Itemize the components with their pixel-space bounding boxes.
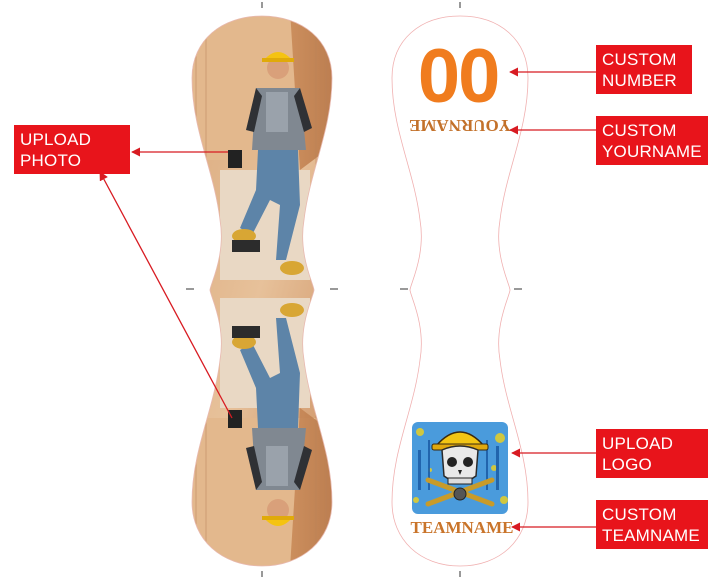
custom-teamname-line1: CUSTOM bbox=[602, 505, 677, 524]
upload-photo-label: UPLOAD PHOTO bbox=[14, 125, 130, 174]
upload-logo-label: UPLOAD LOGO bbox=[596, 429, 708, 478]
custom-yourname-text[interactable]: YOURNAME bbox=[409, 116, 511, 135]
photo-print-area[interactable] bbox=[180, 10, 340, 570]
worker-photo-top bbox=[228, 52, 312, 275]
custom-yourname-line2: YOURNAME bbox=[602, 142, 702, 161]
custom-number-line1: CUSTOM bbox=[602, 50, 677, 69]
custom-teamname-label: CUSTOM TEAMNAME bbox=[596, 500, 708, 549]
custom-yourname-label: CUSTOM YOURNAME bbox=[596, 116, 708, 165]
custom-number-line2: NUMBER bbox=[602, 71, 677, 90]
custom-number-text[interactable]: 00 bbox=[420, 32, 501, 117]
callout-arrows bbox=[99, 67, 596, 532]
custom-number-label: CUSTOM NUMBER bbox=[596, 45, 692, 94]
upload-photo-line1: UPLOAD bbox=[20, 130, 92, 149]
upload-logo-line1: UPLOAD bbox=[602, 434, 674, 453]
registration-marks bbox=[186, 2, 522, 577]
skull-logo-icon[interactable] bbox=[412, 422, 508, 514]
photo-print-outline bbox=[191, 15, 333, 567]
custom-teamname-text[interactable]: TEAMNAME bbox=[411, 518, 514, 537]
custom-yourname-line1: CUSTOM bbox=[602, 121, 677, 140]
upload-logo-line2: LOGO bbox=[602, 455, 652, 474]
custom-teamname-line2: TEAMNAME bbox=[602, 526, 700, 545]
upload-photo-line2: PHOTO bbox=[20, 151, 82, 170]
worker-photo-bottom bbox=[192, 298, 332, 566]
